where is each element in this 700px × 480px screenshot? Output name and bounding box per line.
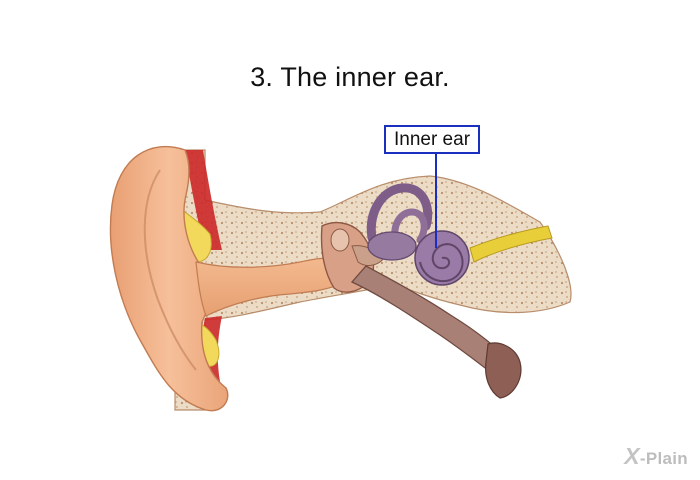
brand-symbol: X (624, 443, 640, 469)
outer-ear-pinna (109, 145, 229, 412)
auditory-nerve (469, 225, 553, 263)
ear-canal (195, 257, 345, 317)
vestibule (367, 231, 417, 261)
inner-ear-callout-label: Inner ear (384, 125, 480, 154)
semicircular-canal-upper (366, 183, 433, 243)
semicircular-canal-posterior (391, 208, 428, 244)
cochlea-spiral (419, 243, 464, 282)
brand-logo: X-Plain (624, 443, 688, 470)
page-title: 3. The inner ear. (250, 62, 450, 92)
pinna-fold (143, 169, 197, 371)
inner-ear (366, 183, 553, 286)
upper-tissue-band (185, 150, 222, 250)
brand-text: -Plain (639, 449, 688, 468)
eustachian-tube-end (485, 342, 522, 399)
ossicle-malleus (330, 228, 350, 252)
